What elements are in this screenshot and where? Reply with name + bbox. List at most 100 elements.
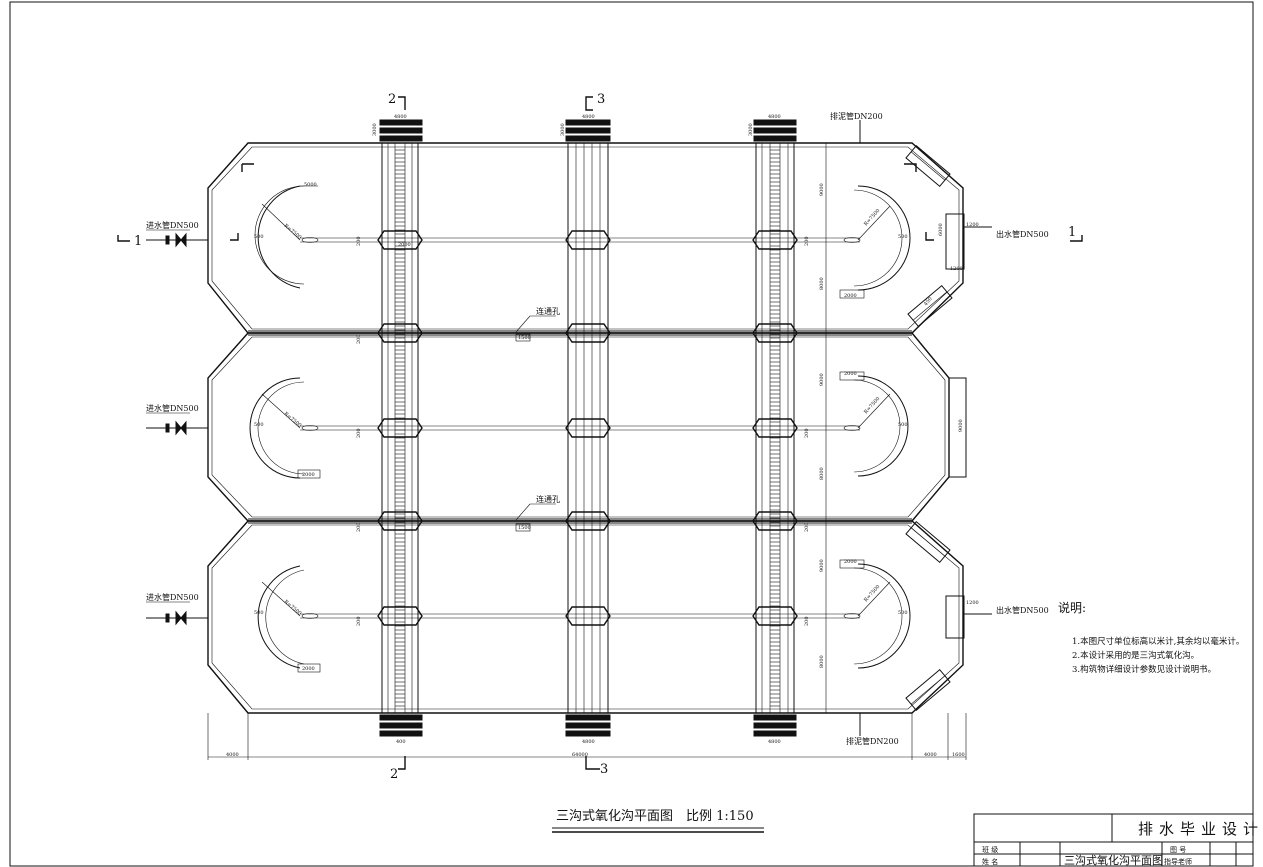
dim-radius-right-bottom: R=7500 bbox=[863, 584, 881, 603]
inlet-label-middle: 进水管DN500 bbox=[146, 403, 199, 413]
note-1: 1.本图尺寸单位标高以米计,其余均以毫米计。 bbox=[1072, 636, 1244, 647]
dim-channel-top-b: 8000 bbox=[819, 277, 825, 290]
section-marks bbox=[117, 96, 1083, 770]
drawing-title: 三沟式氧化沟平面图 bbox=[556, 809, 673, 824]
note-3: 3.构筑物详细设计参数见设计说明书。 bbox=[1072, 664, 1216, 675]
left-baffles bbox=[249, 185, 321, 673]
dim-gap-middle-right: 200 bbox=[804, 428, 810, 438]
dim-bridge-top-right: 4800 bbox=[768, 114, 781, 120]
dim-x-top: 450 bbox=[923, 296, 934, 307]
channel-outline-middle bbox=[207, 332, 950, 522]
dim-outlet-bottom: 1200 bbox=[966, 600, 979, 606]
outlet-weirs bbox=[905, 145, 965, 711]
dim-outlet-len-top: 1200 bbox=[950, 266, 963, 272]
inlet-pipes bbox=[146, 232, 208, 626]
dim-radius-right-middle: R=7500 bbox=[863, 396, 881, 415]
connection-hole-label-top: 连通孔 bbox=[536, 306, 560, 316]
dim-gap-middle: 200 bbox=[356, 428, 362, 438]
dim-radius-left-middle: R=7500 bbox=[283, 411, 303, 429]
drawing-frame bbox=[9, 1, 1254, 867]
inlet-label-top: 进水管DN500 bbox=[146, 220, 199, 230]
title-block-drawing-name: 三沟式氧化沟平面图 bbox=[1064, 853, 1163, 867]
dim-baffle-top: 5000 bbox=[304, 182, 317, 188]
dim-bridge-depth-center: 3000 bbox=[560, 123, 566, 136]
bridge-right bbox=[753, 119, 797, 737]
section-mark-2-top: 2 bbox=[388, 92, 396, 107]
radius-leaders bbox=[261, 203, 891, 619]
channel-outline-bottom bbox=[207, 520, 964, 714]
title-block-class-label: 班 级 bbox=[982, 845, 998, 854]
connection-hole-label-bottom: 连通孔 bbox=[536, 494, 560, 504]
title-block-name-label: 姓 名 bbox=[982, 857, 998, 866]
outlet-label-top: 出水管DN500 bbox=[996, 229, 1049, 239]
title-block-project: 排水毕业设计 bbox=[1138, 820, 1263, 838]
dim-outlet-top: 1200 bbox=[966, 222, 979, 228]
note-2: 2.本设计采用的是三沟式氧化沟。 bbox=[1072, 650, 1199, 661]
dim-hub-bottom: 500 bbox=[254, 610, 264, 616]
dim-hub-middle-right: 500 bbox=[898, 422, 908, 428]
sludge-pipe-label-bottom: 排泥管DN200 bbox=[846, 736, 899, 746]
dim-weir-bottom-left: 2000 bbox=[302, 666, 315, 672]
dim-gap-top-left: 200 bbox=[356, 236, 362, 246]
dim-overall: 64000 bbox=[572, 752, 588, 758]
dim-gap-bottom: 200 bbox=[356, 616, 362, 626]
walkway-rungs bbox=[395, 149, 780, 707]
inlet-label-bottom: 进水管DN500 bbox=[146, 592, 199, 602]
notes-heading: 说明: bbox=[1058, 600, 1086, 615]
dim-bridge-bottom-right: 4800 bbox=[768, 739, 781, 745]
channel-centerlines bbox=[248, 237, 912, 619]
title-block bbox=[973, 813, 1254, 867]
dim-weir-bottom-right: 2000 bbox=[844, 559, 857, 565]
dim-channel-bottom-a: 9000 bbox=[819, 559, 825, 572]
dim-gap-middle-top: 200 bbox=[356, 334, 362, 344]
dim-hub-bottom-right: 500 bbox=[898, 610, 908, 616]
dim-bridge-depth-right: 3000 bbox=[748, 123, 754, 136]
rotor-frames bbox=[377, 230, 798, 626]
dim-weir-middle-right: 2000 bbox=[844, 371, 857, 377]
dim-hub-top: 500 bbox=[254, 234, 264, 240]
dim-gap-bottom-top: 200 bbox=[356, 522, 362, 532]
bridge-left bbox=[379, 119, 423, 737]
section-mark-3-top: 3 bbox=[597, 92, 605, 107]
dim-gap-bottom-right: 200 bbox=[804, 616, 810, 626]
dim-right-end-a: 4000 bbox=[924, 752, 937, 758]
dim-outlet-box-middle: 9000 bbox=[958, 419, 964, 432]
dim-hole-top: 1500 bbox=[518, 335, 531, 341]
dim-channel-bottom-b: 8000 bbox=[819, 655, 825, 668]
outlet-label-bottom: 出水管DN500 bbox=[996, 605, 1049, 615]
dim-channel-middle-b: 8000 bbox=[819, 467, 825, 480]
dim-hub-top-right: 500 bbox=[898, 234, 908, 240]
dim-radius-left-top: R=7500 bbox=[283, 223, 303, 241]
dim-left-end: 4000 bbox=[226, 752, 239, 758]
drawing-scale: 比例 1:150 bbox=[686, 809, 754, 824]
section-mark-1-right: 1 bbox=[1068, 225, 1076, 240]
dim-channel-middle-a: 9000 bbox=[819, 373, 825, 386]
dim-bridge-bottom-center: 4800 bbox=[582, 739, 595, 745]
dim-tank-top: 6000 bbox=[938, 223, 944, 236]
dim-gap-bottom-top-right: 200 bbox=[804, 522, 810, 532]
dim-weir-top-right: 2000 bbox=[844, 293, 857, 299]
sludge-pipe-label-top: 排泥管DN200 bbox=[830, 111, 883, 121]
section-mark-2-bottom: 2 bbox=[390, 767, 398, 782]
bridge-center bbox=[565, 119, 611, 737]
overall-dimension bbox=[207, 713, 967, 760]
dim-gap-top-right: 200 bbox=[804, 236, 810, 246]
title-block-advisor-label: 指导老师 bbox=[1164, 857, 1192, 866]
right-baffles bbox=[839, 185, 911, 669]
dim-bridge-depth-left: 3000 bbox=[372, 123, 378, 136]
section-mark-1-left: 1 bbox=[134, 234, 142, 249]
dim-hole-bottom: 1500 bbox=[518, 525, 531, 531]
section-mark-3-bottom: 3 bbox=[600, 762, 608, 777]
dim-hub-middle: 500 bbox=[254, 422, 264, 428]
title-block-sheet-no-label: 图 号 bbox=[1170, 846, 1186, 854]
dim-bridge-bottom-left: 400 bbox=[396, 739, 406, 745]
dim-small-top: 2000 bbox=[398, 242, 411, 248]
dim-weir-middle-left: 2000 bbox=[302, 472, 315, 478]
dim-radius-right-top: R=7500 bbox=[863, 208, 881, 227]
outlet-pipes bbox=[964, 226, 992, 615]
dim-radius-left-bottom: R=7500 bbox=[283, 599, 303, 617]
dim-channel-top-a: 9000 bbox=[819, 183, 825, 196]
dim-bridge-top-left: 4800 bbox=[394, 114, 407, 120]
dim-right-end-b: 1600 bbox=[952, 752, 965, 758]
